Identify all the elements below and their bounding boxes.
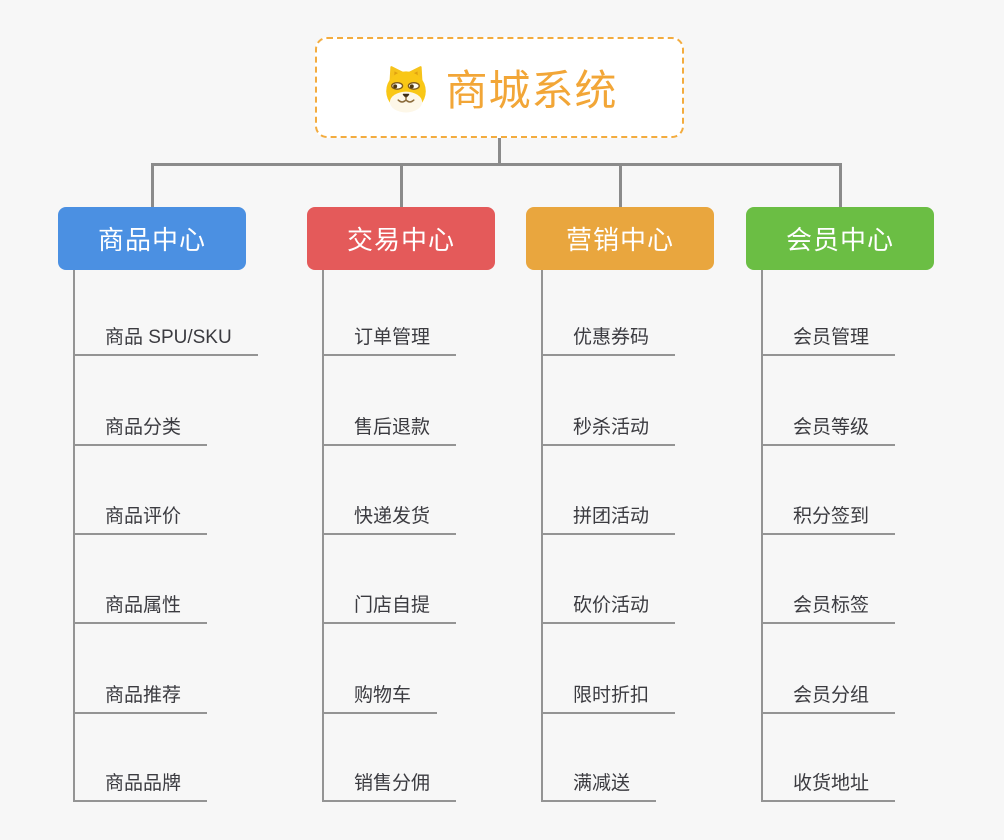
- branch-topic-member-center[interactable]: 会员中心: [746, 207, 934, 270]
- branch-topic-label: 商品中心: [97, 225, 206, 255]
- subtopic-node[interactable]: 售后退款: [322, 416, 457, 446]
- connector-drop-line: [838, 163, 842, 207]
- subtopic-node[interactable]: 商品评价: [73, 505, 208, 535]
- branch-spine-line: [541, 270, 543, 802]
- dog-face-icon: [381, 63, 431, 113]
- subtopic-node[interactable]: 会员等级: [761, 416, 896, 446]
- subtopic-node[interactable]: 商品分类: [73, 416, 208, 446]
- subtopic-node[interactable]: 限时折扣: [541, 684, 676, 714]
- subtopic-node[interactable]: 秒杀活动: [541, 416, 676, 446]
- subtopic-node[interactable]: 订单管理: [322, 326, 457, 356]
- subtopic-node[interactable]: 砍价活动: [541, 594, 676, 624]
- connector-drop-line: [399, 163, 403, 207]
- subtopic-node[interactable]: 商品推荐: [73, 684, 208, 714]
- subtopic-node[interactable]: 会员分组: [761, 684, 896, 714]
- branch-spine-line: [761, 270, 763, 802]
- subtopic-node[interactable]: 商品 SPU/SKU: [73, 326, 258, 356]
- subtopic-node[interactable]: 门店自提: [322, 594, 457, 624]
- subtopic-node[interactable]: 优惠券码: [541, 326, 676, 356]
- branch-topic-label: 会员中心: [785, 225, 894, 255]
- branch-topic-marketing-center[interactable]: 营销中心: [526, 207, 714, 270]
- branch-topic-label: 营销中心: [565, 225, 674, 255]
- root-topic-title: 商城系统: [445, 67, 618, 114]
- connector-drop-line: [618, 163, 622, 207]
- subtopic-node[interactable]: 商品品牌: [73, 772, 208, 802]
- subtopic-node[interactable]: 会员标签: [761, 594, 896, 624]
- connector-rail: [152, 163, 840, 166]
- branch-spine-line: [73, 270, 75, 802]
- root-topic[interactable]: 商城系统: [315, 37, 684, 138]
- connector-drop-line: [150, 163, 154, 207]
- subtopic-node[interactable]: 收货地址: [761, 772, 896, 802]
- root-connector-stub: [498, 138, 501, 166]
- subtopic-node[interactable]: 满减送: [541, 772, 657, 802]
- subtopic-node[interactable]: 拼团活动: [541, 505, 676, 535]
- subtopic-node[interactable]: 购物车: [322, 684, 438, 714]
- branch-topic-label: 交易中心: [346, 225, 455, 255]
- branch-topic-trade-center[interactable]: 交易中心: [307, 207, 495, 270]
- branch-topic-product-center[interactable]: 商品中心: [58, 207, 246, 270]
- subtopic-node[interactable]: 积分签到: [761, 505, 896, 535]
- subtopic-node[interactable]: 会员管理: [761, 326, 896, 356]
- subtopic-node[interactable]: 销售分佣: [322, 772, 457, 802]
- branch-spine-line: [322, 270, 324, 802]
- subtopic-node[interactable]: 商品属性: [73, 594, 208, 624]
- subtopic-node[interactable]: 快递发货: [322, 505, 457, 535]
